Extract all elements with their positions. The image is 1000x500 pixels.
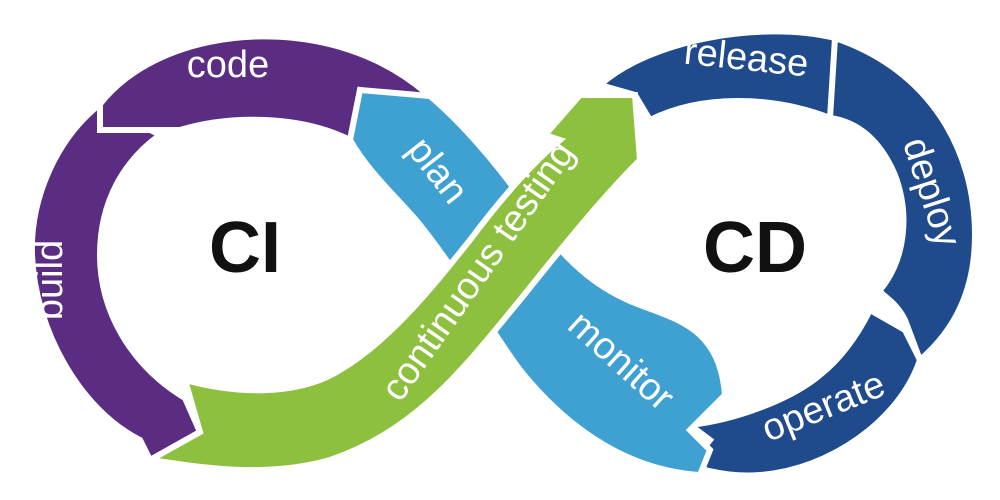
continuous-testing-band [140,92,644,474]
ci-hub-label: CI [209,208,281,288]
cd-loop [593,28,979,479]
continuous-testing-segment [140,92,644,474]
operate-segment [682,305,924,479]
cd-hub-label: CD [703,208,807,288]
deploy-segment [826,33,979,366]
build-label: build [29,240,71,320]
code-label: code [187,44,269,86]
code-segment [97,33,430,145]
ci-loop [28,33,430,465]
build-segment [28,100,204,465]
